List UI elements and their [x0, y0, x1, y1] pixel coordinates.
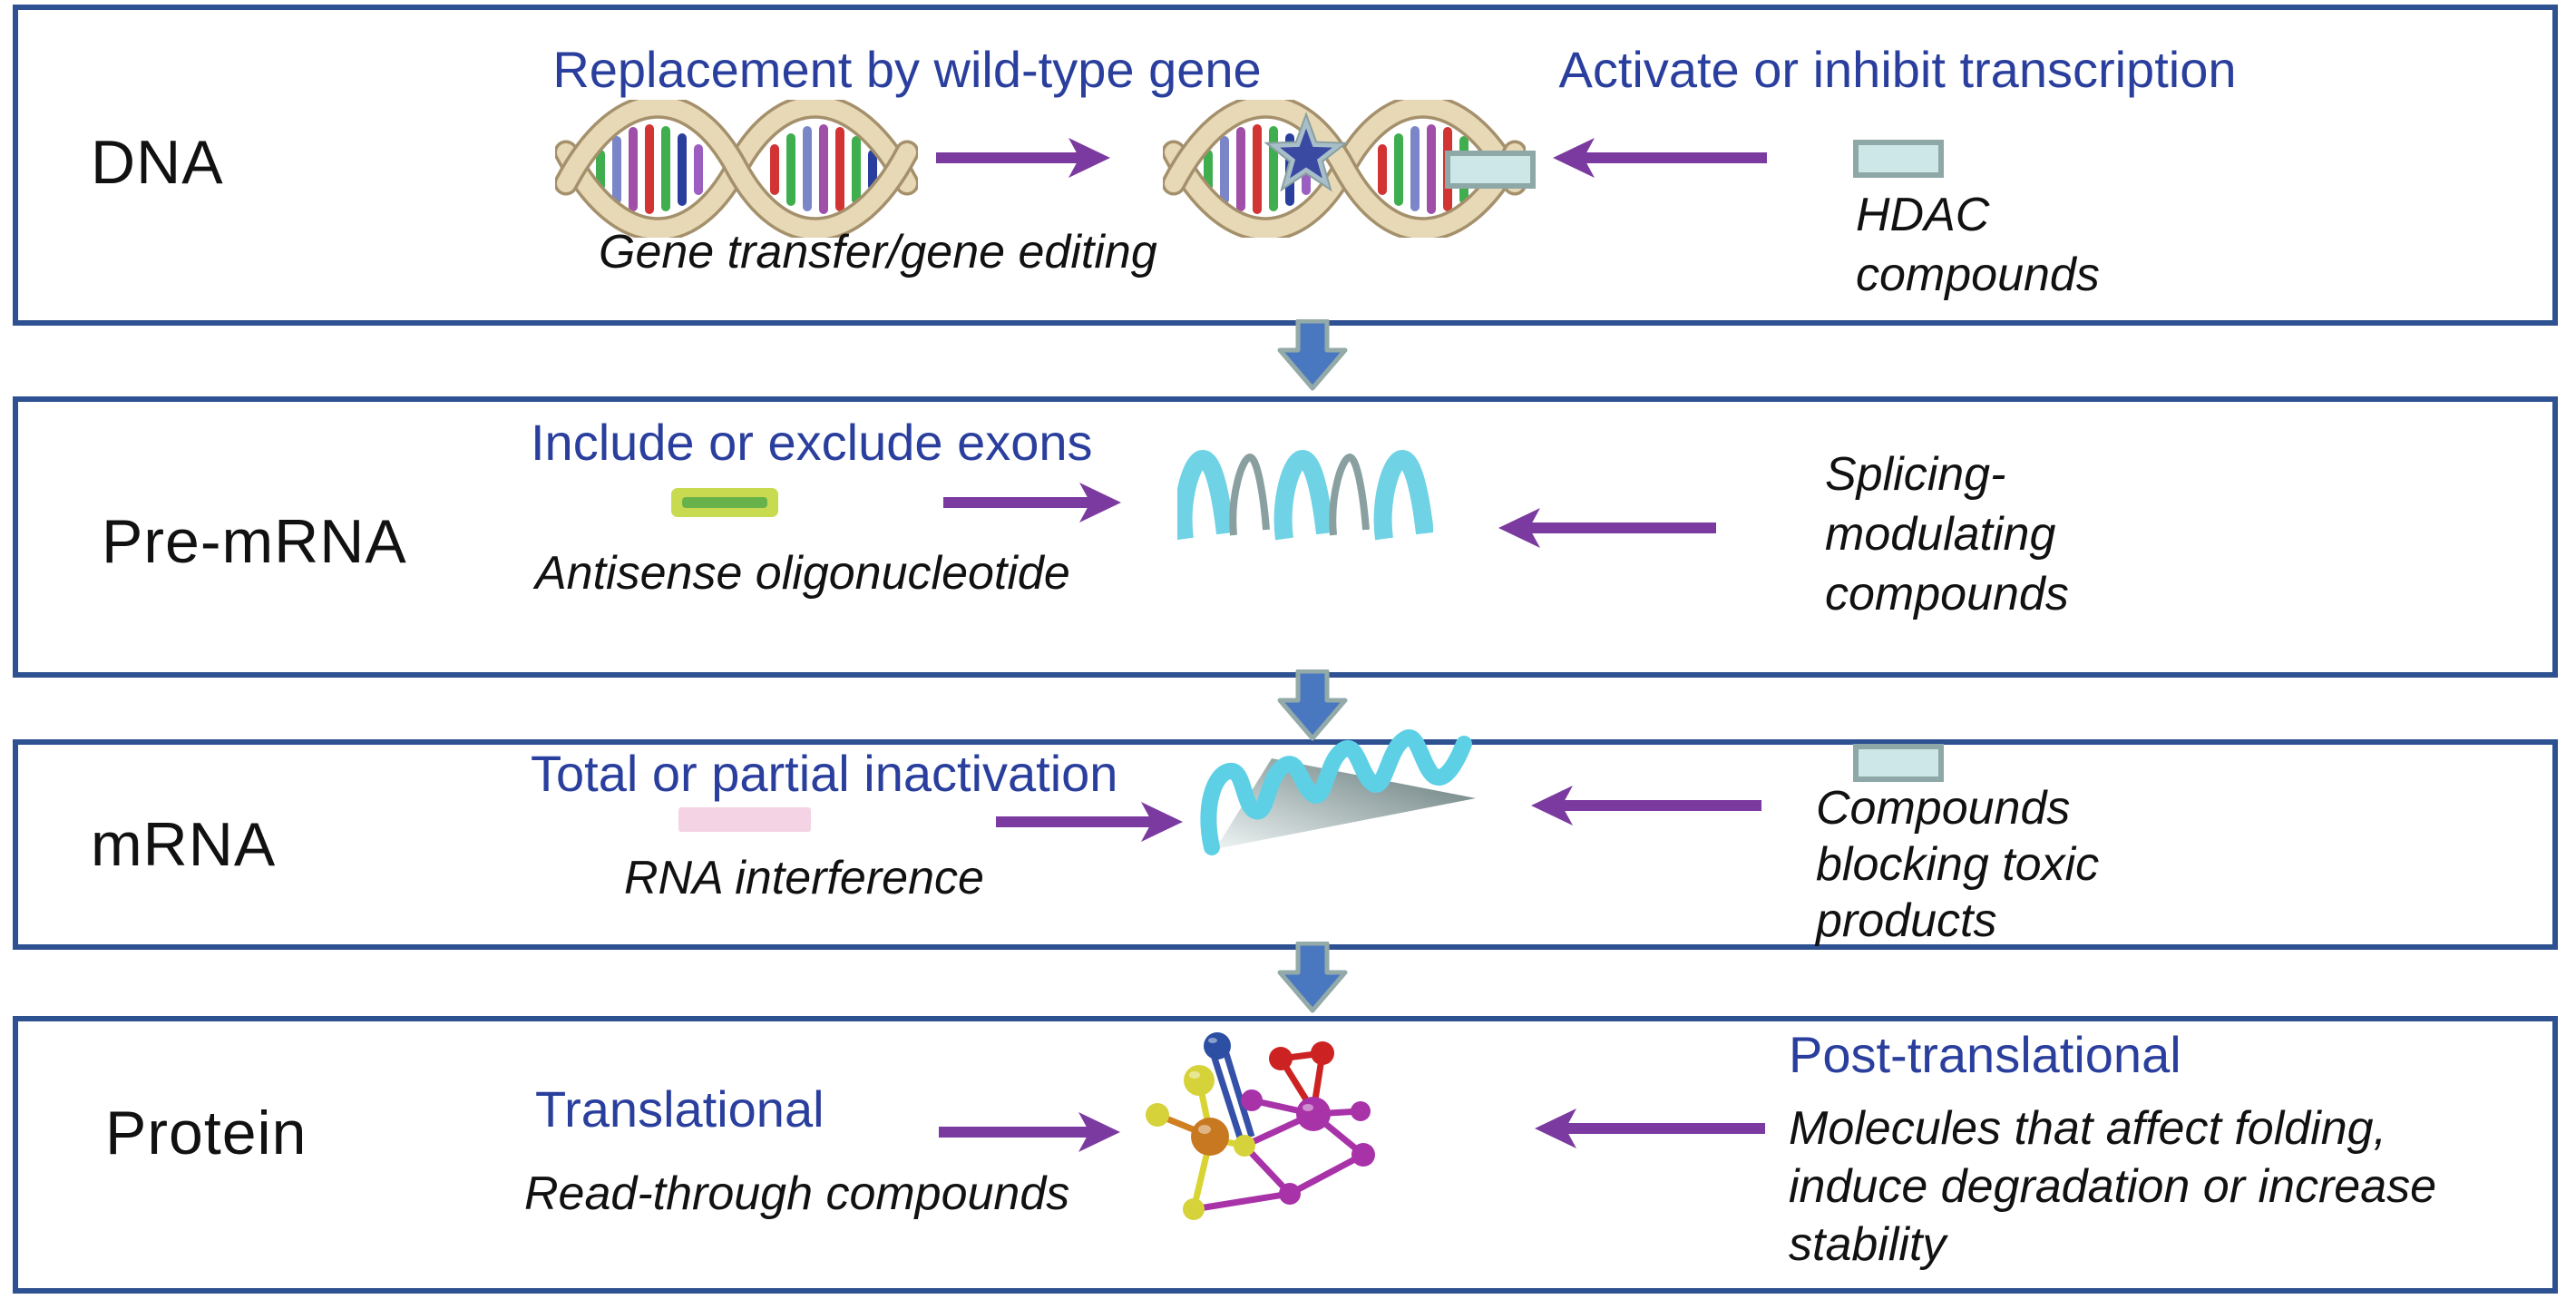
dna-helix-icon — [555, 100, 918, 238]
pre-mrna-left-caption: Antisense oligonucleotide — [535, 547, 1070, 600]
pre-mrna-icon — [1177, 449, 1433, 541]
row-label-dna: DNA — [91, 128, 224, 197]
protein-left-caption: Read-through compounds — [524, 1167, 1070, 1220]
compound-tag-icon — [1853, 744, 1944, 782]
protein-right-caption-line: Molecules that affect folding, — [1789, 1102, 2387, 1155]
dna-right-caption-line: compounds — [1856, 249, 2100, 301]
compound-tag-icon — [1445, 151, 1536, 189]
dna-left-caption: Gene transfer/gene editing — [599, 226, 1157, 278]
mrna-right-caption-line: blocking toxic — [1816, 838, 2100, 891]
star-icon — [1264, 112, 1349, 192]
arrow-right-icon — [939, 1112, 1120, 1152]
protein-left-heading: Translational — [535, 1080, 825, 1138]
rnai-bar-icon — [678, 807, 811, 832]
arrow-right-icon — [943, 483, 1121, 523]
flow-down-arrow-icon — [1277, 669, 1348, 741]
mrna-left-heading: Total or partial inactivation — [531, 745, 1118, 802]
compound-tag-icon — [1853, 140, 1944, 178]
dna-right-heading: Activate or inhibit transcription — [1558, 41, 2237, 98]
arrow-left-icon — [1498, 508, 1716, 548]
arrow-right-icon — [936, 138, 1110, 178]
protein-right-caption-line: induce degradation or increase — [1789, 1160, 2437, 1213]
protein-right-caption-line: stability — [1789, 1218, 1947, 1271]
flow-down-arrow-icon — [1277, 319, 1348, 391]
protein-right-heading: Post-translational — [1789, 1026, 2181, 1083]
row-label-pre-mrna: Pre-mRNA — [102, 507, 407, 576]
protein-network-icon — [1146, 1032, 1375, 1220]
flow-down-arrow-icon — [1277, 942, 1348, 1013]
row-label-mrna: mRNA — [91, 810, 277, 879]
mrna-ribbon-icon — [1200, 729, 1476, 855]
arrow-right-icon — [996, 802, 1183, 842]
row-label-protein: Protein — [105, 1099, 307, 1167]
mrna-left-caption: RNA interference — [624, 852, 984, 904]
pre-mrna-right-caption-line: Splicing- — [1825, 448, 2006, 501]
exon-bar-icon — [671, 488, 778, 517]
pre-mrna-left-heading: Include or exclude exons — [531, 414, 1093, 471]
arrow-left-icon — [1531, 786, 1761, 825]
arrow-left-icon — [1553, 138, 1767, 178]
mrna-right-caption-line: products — [1816, 894, 1997, 947]
arrow-left-icon — [1535, 1109, 1765, 1148]
dna-right-caption-line: HDAC — [1856, 189, 1990, 241]
dna-left-heading: Replacement by wild-type gene — [552, 41, 1262, 98]
pre-mrna-right-caption-line: modulating — [1825, 508, 2056, 561]
mrna-right-caption-line: Compounds — [1816, 782, 2071, 835]
pre-mrna-right-caption-line: compounds — [1825, 568, 2069, 620]
